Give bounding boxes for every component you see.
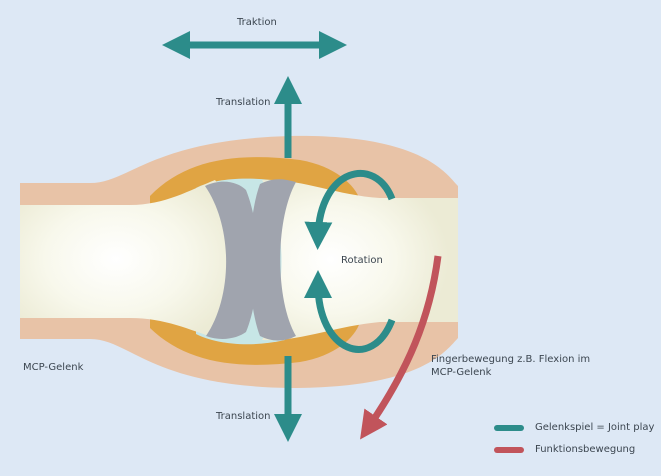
- rotation-arrow-upper: [304, 170, 396, 250]
- function-swatch: [494, 447, 524, 453]
- movement-label-line1: Fingerbewegung z.B. Flexion im: [431, 354, 591, 365]
- legend-item-function: Funktionsbewegung: [494, 440, 659, 462]
- rotation-label: Rotation: [341, 255, 383, 266]
- proximal-bone: [20, 180, 234, 338]
- movement-label: Fingerbewegung z.B. Flexion im MCP-Gelen…: [431, 353, 596, 379]
- joint-label: MCP-Gelenk: [23, 362, 84, 373]
- distal-cartilage: [249, 179, 296, 341]
- joint-play-label: Gelenkspiel = Joint play: [535, 422, 655, 433]
- translation-top-label: Translation: [216, 97, 271, 108]
- joint-play-swatch: [494, 425, 524, 431]
- legend: Gelenkspiel = Joint play Funktionsbewegu…: [494, 418, 659, 462]
- translation-bottom-label: Translation: [216, 411, 271, 422]
- distal-bone: [262, 179, 458, 341]
- traktion-label: Traktion: [237, 17, 277, 28]
- flexion-arrow: [360, 255, 442, 440]
- rotation-arrow-lower: [304, 270, 396, 353]
- function-label: Funktionsbewegung: [535, 444, 636, 455]
- movement-label-line2: MCP-Gelenk: [431, 367, 492, 378]
- proximal-cartilage: [205, 181, 258, 339]
- legend-item-joint-play: Gelenkspiel = Joint play: [494, 418, 659, 440]
